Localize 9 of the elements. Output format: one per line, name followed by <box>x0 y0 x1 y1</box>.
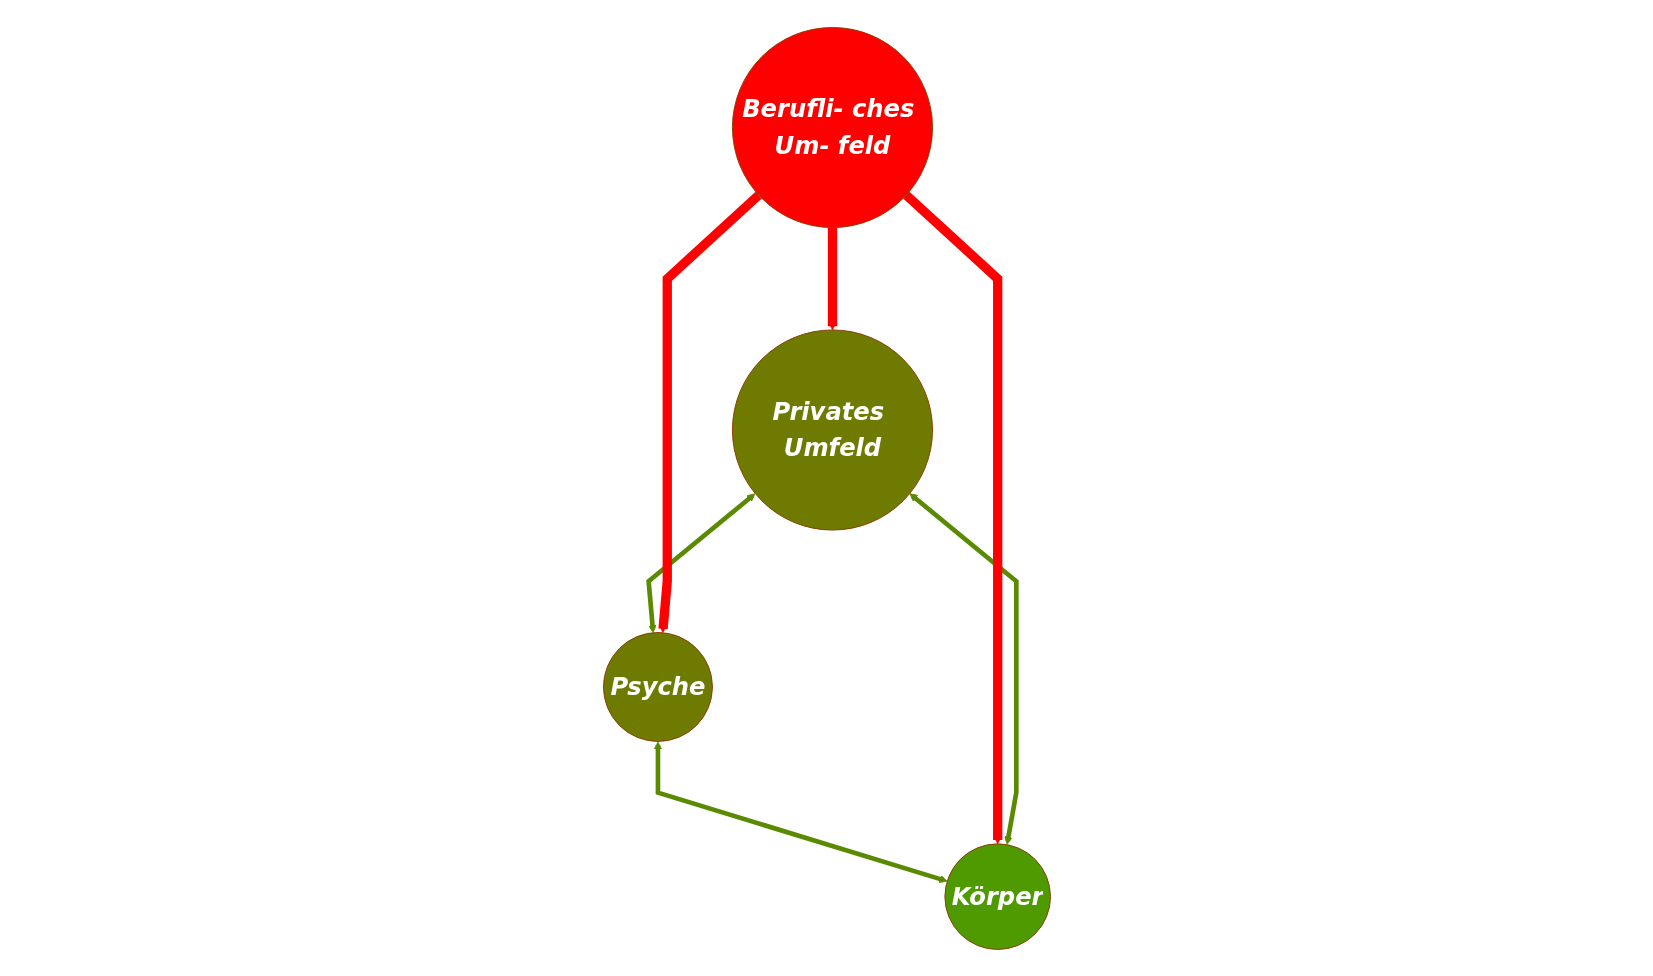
arrow <box>902 191 1002 844</box>
arrow <box>645 493 755 633</box>
arrow <box>657 191 762 633</box>
arrow <box>908 492 1019 845</box>
arrow <box>827 227 837 330</box>
node-circle: Berufli- ches Um- feld <box>731 26 933 228</box>
node-circle: Privates Umfeld <box>731 329 933 531</box>
arrow <box>653 741 948 883</box>
node-circle: Psyche <box>602 631 713 742</box>
